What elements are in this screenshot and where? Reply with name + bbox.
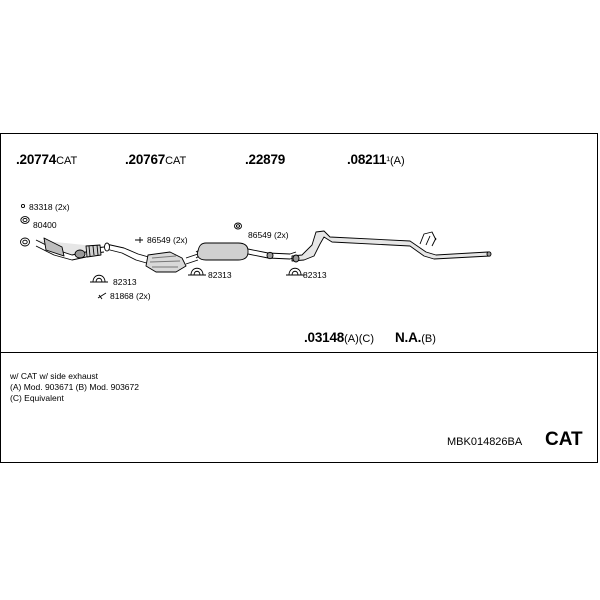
note-line-2: (A) Mod. 903671 (B) Mod. 903672 <box>10 382 139 392</box>
center-silencer <box>195 222 297 261</box>
kit-code: MBK014826BA <box>447 436 523 448</box>
bolt-icon <box>97 292 107 300</box>
rear-catalyst-pipe <box>104 242 199 273</box>
front-catalyst-pipe <box>35 237 105 261</box>
rear-pipe <box>291 230 492 263</box>
part-label-22879: .22879 <box>245 152 286 167</box>
gasket-icon <box>20 216 30 224</box>
clamp-icon <box>90 274 108 283</box>
note-line-3: (C) Equivalent <box>10 393 64 403</box>
part-label-20767: .20767CAT <box>125 152 187 168</box>
part-label-na: N.A.(B) <box>395 330 436 346</box>
small-part-80400: 80400 <box>33 220 57 230</box>
part-label-08211: .08211¹(A) <box>347 152 405 168</box>
gasket-icon <box>20 237 30 247</box>
small-part-83318: 83318 (2x) <box>29 202 70 212</box>
clamp-icon <box>188 267 206 276</box>
part-label-20774: .20774CAT <box>16 152 78 168</box>
clamp-icon <box>286 267 304 276</box>
small-part-81868: 81868 (2x) <box>110 291 151 301</box>
small-part-86549-b: 86549 (2x) <box>248 230 289 240</box>
diagram-frame <box>0 133 598 463</box>
note-line-1: w/ CAT w/ side exhaust <box>10 371 99 381</box>
small-part-86549-a: 86549 (2x) <box>147 235 188 245</box>
bolt-icon <box>20 203 26 209</box>
small-part-82313-c: 82313 <box>303 270 327 280</box>
small-part-82313-a: 82313 <box>113 277 137 287</box>
bolt-icon <box>135 237 143 243</box>
part-label-03148: .03148(A)(C) <box>304 330 375 346</box>
small-part-82313-b: 82313 <box>208 270 232 280</box>
kit-type-badge: CAT <box>545 429 583 450</box>
notes-divider <box>0 352 598 353</box>
